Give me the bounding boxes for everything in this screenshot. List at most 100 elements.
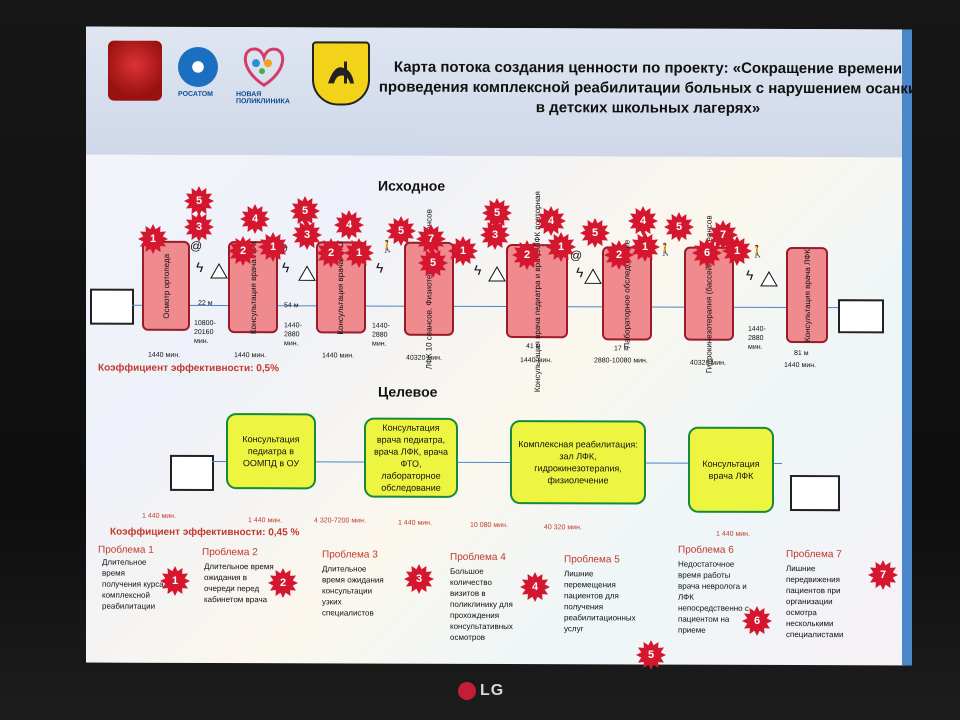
target-box-3: Комплексная реабилитация: зал ЛФК, гидро… — [510, 420, 646, 505]
problem-star-badge: 5 — [636, 640, 666, 670]
badge-number: 3 — [195, 221, 203, 233]
problem-star-badge: 4 — [334, 210, 364, 240]
slide-stripe — [902, 29, 912, 666]
inventory-triangle-icon — [584, 268, 602, 284]
problem-star-badge: 1 — [160, 566, 190, 596]
time-label: 1440 мин. — [148, 351, 181, 359]
problem-star-badge: 1 — [546, 232, 576, 262]
time-label: 40320 мин. — [406, 354, 442, 362]
lightning-icon: ϟ — [746, 266, 754, 283]
problem-star-badge: 4 — [628, 206, 658, 236]
badge-number: 4 — [251, 213, 259, 225]
badge-number: 5 — [493, 207, 501, 219]
target-efficiency: Коэффициент эффективности: 0,45 % — [110, 526, 300, 539]
problem-text: Длительное время получения курса комплек… — [102, 557, 164, 611]
gap-label: 17 м — [614, 345, 629, 353]
badge-number: 6 — [753, 615, 761, 627]
target-time: 1 440 мин. — [398, 519, 432, 527]
problem-title: Проблема 7 — [786, 549, 842, 561]
problem-star-badge: 5 — [664, 212, 694, 242]
inventory-triangle-icon — [488, 265, 506, 282]
problem-star-badge: 4 — [520, 572, 550, 602]
target-time: 4 320-7200 мин. — [314, 517, 366, 525]
lightning-icon: ϟ — [196, 258, 204, 275]
walking-person-icon: 🚶 — [658, 242, 673, 257]
gap-label: 10800-20160 мин. — [194, 319, 216, 345]
problem-star-badge: 2 — [316, 238, 346, 268]
problem-star-badge: 4 — [536, 206, 566, 236]
badge-number: 7 — [427, 233, 435, 245]
problem-text: Длительное время ожидания в очереди пере… — [204, 561, 274, 605]
lightning-icon: ϟ — [376, 259, 384, 276]
badge-number: 5 — [301, 205, 309, 217]
badge-number: 5 — [429, 257, 437, 269]
problem-star-badge: 2 — [604, 240, 634, 270]
badge-number: 5 — [397, 225, 405, 237]
badge-number: 1 — [459, 245, 467, 257]
gap-label: 1440-2880 мин. — [284, 322, 302, 348]
inventory-triangle-icon — [760, 270, 778, 287]
initial-heading: Исходное — [378, 177, 446, 194]
badge-number: 5 — [647, 649, 655, 661]
target-time: 10 080 мин. — [470, 521, 508, 530]
monitor-brand: LG — [480, 682, 505, 699]
problem-star-badge: 6 — [692, 238, 722, 268]
problem-star-badge: 2 — [268, 568, 298, 598]
badge-number: 2 — [615, 249, 623, 261]
problem-star-badge: 6 — [742, 606, 772, 636]
start-folder — [90, 288, 134, 325]
presentation-slide: РОСАТОМ НОВАЯ ПОЛИКЛИНИКА Карта потока с… — [86, 26, 912, 666]
problem-title: Проблема 1 — [98, 544, 154, 556]
problem-title: Проблема 5 — [564, 554, 620, 566]
badge-number: 4 — [345, 219, 353, 231]
problem-star-badge: 3 — [292, 220, 322, 250]
badge-number: 2 — [279, 577, 287, 589]
target-time: 1 440 мин. — [142, 512, 176, 520]
badge-number: 2 — [239, 245, 247, 257]
rosatom-logo — [178, 46, 218, 88]
process-box-1: Осмотр ортопеда — [142, 240, 190, 331]
gap-label: 22 м — [198, 299, 213, 308]
target-start-folder — [170, 454, 214, 492]
target-box-4: Консультация врача ЛФК — [688, 426, 774, 513]
badge-number: 6 — [703, 247, 711, 259]
badge-number: 1 — [269, 241, 277, 253]
problem-star-badge: 1 — [722, 236, 752, 266]
badge-number: 4 — [531, 581, 539, 593]
rosatom-caption: РОСАТОМ — [178, 90, 213, 99]
problem-star-badge: 1 — [258, 232, 288, 262]
problem-star-badge: 7 — [416, 224, 446, 254]
slide-title: Карта потока создания ценности по проект… — [378, 58, 912, 117]
badge-number: 2 — [523, 249, 531, 261]
badge-number: 1 — [355, 247, 363, 259]
target-time: 1 440 мин. — [716, 530, 750, 538]
time-label: 1440 мин. — [520, 357, 553, 365]
problem-star-badge: 1 — [344, 238, 374, 268]
problem-star-badge: 3 — [184, 212, 214, 242]
badge-number: 1 — [733, 245, 741, 257]
gap-label: 54 м — [284, 302, 299, 310]
gap-label: 1440-2880 мин. — [748, 325, 766, 351]
badge-number: 1 — [149, 233, 157, 245]
badge-number: 1 — [641, 241, 649, 253]
problem-text: Длительное время ожидания консультации у… — [322, 564, 384, 618]
time-label: 1440 мин. — [784, 361, 817, 370]
badge-number: 3 — [303, 229, 311, 241]
problem-star-badge: 5 — [184, 186, 214, 216]
target-time: 40 320 мин. — [544, 524, 582, 532]
problem-title: Проблема 2 — [202, 546, 258, 559]
badge-number: 5 — [675, 221, 683, 233]
badge-number: 5 — [195, 195, 203, 207]
end-folder — [838, 299, 884, 334]
problem-star-badge: 5 — [482, 198, 512, 228]
badge-number: 7 — [879, 569, 887, 581]
gap-label: 41 м — [526, 343, 541, 351]
badge-number: 1 — [557, 241, 565, 253]
lightning-icon: ϟ — [576, 264, 584, 281]
problem-text: Лишние перемещения пациентов для получен… — [564, 569, 636, 634]
problem-star-badge: 2 — [512, 240, 542, 270]
target-end-folder — [790, 475, 840, 512]
problem-star-badge: 5 — [386, 216, 416, 246]
walking-person-icon: 🚶 — [750, 244, 765, 259]
problem-star-badge: 1 — [448, 236, 478, 266]
